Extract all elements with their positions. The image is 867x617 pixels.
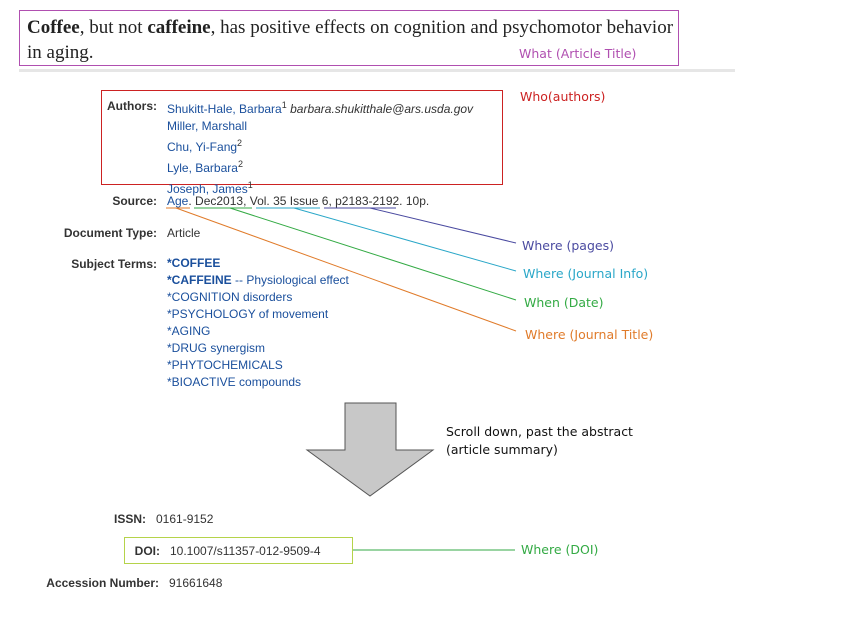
subject-link[interactable]: *CAFFEINE [167,273,232,287]
subject-link[interactable]: *PSYCHOLOGY of movement [167,307,329,321]
subject-link[interactable]: *DRUG synergism [167,341,266,355]
author-affiliation: 2 [237,159,243,169]
line-date [229,207,517,301]
author-link[interactable]: Lyle, Barbara [167,161,238,175]
annotation-doi: Where (DOI) [521,542,599,557]
source-value: Age. Dec2013, Vol. 35 Issue 6, p2183-219… [167,194,429,208]
scroll-note-line: Scroll down, past the abstract [446,424,633,439]
subject-term: *COFFEE [167,255,349,272]
annotation-pages: Where (pages) [522,238,614,253]
author-item: Shukitt-Hale, Barbara1 barbara.shukittha… [167,97,473,118]
annotation-date: When (Date) [524,295,604,310]
issn-label: ISSN: [113,512,146,526]
title-segment: , has positive effects on cognition and … [27,17,674,63]
author-link[interactable]: Joseph, James [167,182,248,196]
line-journal-title [175,207,517,332]
authors-list: Shukitt-Hale, Barbara1 barbara.shukittha… [167,97,473,198]
authors-box [101,90,503,185]
title-bold-coffee: Coffee [27,17,80,38]
article-title-box [19,10,679,66]
subjects-label: Subject Terms: [71,257,157,271]
annotation-journal-info: Where (Journal Info) [523,266,649,281]
accession-label: Accession Number: [46,576,159,590]
author-link[interactable]: Miller, Marshall [167,119,248,133]
title-bold-caffeine: caffeine [147,17,211,38]
author-link[interactable]: Shukitt-Hale, Barbara [167,102,282,116]
subject-term: *AGING [167,323,349,340]
annotation-title: What (Article Title) [519,46,637,61]
subject-term: *PSYCHOLOGY of movement [167,306,349,323]
line-journal-info [293,207,517,272]
journal-link[interactable]: Age [167,194,189,208]
author-item: Chu, Yi-Fang2 [167,135,473,156]
subject-term: *DRUG synergism [167,340,349,357]
scroll-note-line: (article summary) [446,442,558,457]
author-affiliation: 1 [247,180,253,190]
issn-value: 0161-9152 [156,512,214,526]
divider [19,69,735,72]
doctype-value: Article [167,226,201,240]
subject-term: *PHYTOCHEMICALS [167,357,349,374]
subject-link[interactable]: *BIOACTIVE compounds [167,375,302,389]
subject-term: *COGNITION disorders [167,289,349,306]
author-email[interactable]: barbara.shukitthale@ars.usda.gov [290,102,474,116]
source-label: Source: [112,194,157,208]
subject-link[interactable]: *PHYTOCHEMICALS [167,358,283,372]
annotation-authors: Who(authors) [520,89,606,104]
doctype-label: Document Type: [63,226,157,240]
subject-link[interactable]: *COGNITION disorders [167,290,293,304]
authors-label: Authors: [107,99,157,113]
author-link[interactable]: Chu, Yi-Fang [167,140,238,154]
subjects-list: *COFFEE *CAFFEINE -- Physiological effec… [167,255,349,391]
accession-value: 91661648 [169,576,223,590]
doi-value[interactable]: 10.1007/s11357-012-9509-4 [170,544,321,558]
doi-label: DOI: [134,544,160,558]
subject-link[interactable]: *COFFEE [167,256,221,270]
subject-term: *CAFFEINE -- Physiological effect [167,272,349,289]
source-details: . Dec2013, Vol. 35 Issue 6, p2183-2192. … [188,194,430,208]
author-item: Lyle, Barbara2 [167,156,473,177]
subject-subheading[interactable]: -- Physiological effect [231,273,349,287]
subject-term: *BIOACTIVE compounds [167,374,349,391]
article-title: Coffee, but not caffeine, has positive e… [27,15,687,65]
scroll-note: Scroll down, past the abstract (article … [446,423,633,459]
title-segment: , but not [79,17,148,38]
annotation-journal-title: Where (Journal Title) [525,327,654,342]
author-affiliation: 2 [237,138,243,148]
author-item: Miller, Marshall [167,118,473,135]
doi-box [124,537,353,564]
author-item: Joseph, James1 [167,177,473,198]
author-affiliation: 1 [281,100,287,110]
subject-link[interactable]: *AGING [167,324,211,338]
scroll-down-arrow-icon [305,402,435,497]
line-pages [369,207,517,244]
